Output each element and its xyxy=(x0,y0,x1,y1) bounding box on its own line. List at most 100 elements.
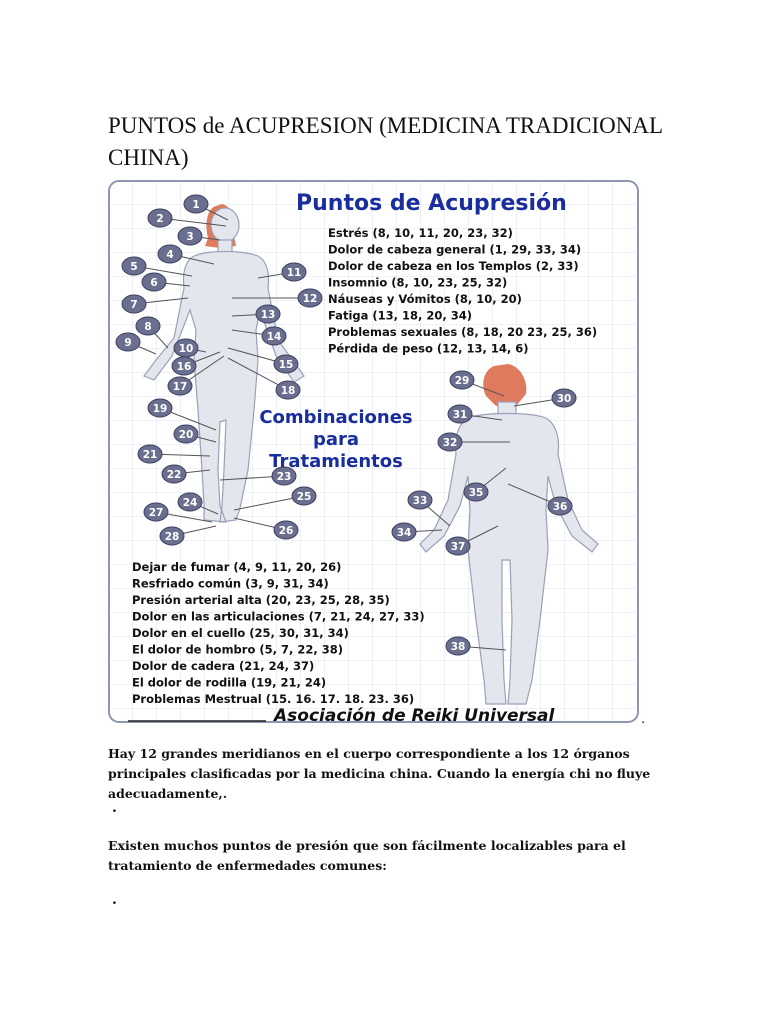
figure-title: Puntos de Acupresión xyxy=(296,191,567,216)
point-marker: 28 xyxy=(159,526,185,546)
paragraph-meridians: Hay 12 grandes meridianos en el cuerpo c… xyxy=(108,746,651,801)
figure-subtitle-line-2: para xyxy=(313,429,359,450)
point-marker: 18 xyxy=(275,380,301,400)
point-marker-circle xyxy=(551,388,577,408)
condition-item: Pérdida de peso (12, 13, 14, 6) xyxy=(328,342,529,356)
point-marker-circle xyxy=(275,380,301,400)
point-marker-label: 24 xyxy=(183,497,198,509)
condition-item: Dolor de cadera (21, 24, 37) xyxy=(132,659,314,673)
point-marker: 13 xyxy=(255,304,281,324)
point-marker-label: 30 xyxy=(557,393,572,405)
condition-item: El dolor de rodilla (19, 21, 24) xyxy=(132,676,326,690)
conditions-bottom-list: Dejar de fumar (4, 9, 11, 20, 26) Resfria… xyxy=(132,560,425,706)
point-marker: 10 xyxy=(173,338,199,358)
point-marker: 7 xyxy=(121,294,147,314)
conditions-top-list: Estrés (8, 10, 11, 20, 23, 32) Dolor de c… xyxy=(328,226,597,356)
point-marker-circle xyxy=(271,466,297,486)
point-marker-label: 7 xyxy=(130,299,137,311)
point-marker-circle xyxy=(449,370,475,390)
point-marker: 5 xyxy=(121,256,147,276)
point-marker-circle xyxy=(159,526,185,546)
separator-dot-2: . xyxy=(112,892,117,908)
point-marker-label: 26 xyxy=(279,525,294,537)
point-marker-label: 15 xyxy=(279,359,294,371)
condition-item: Problemas sexuales (8, 18, 20 23, 25, 36… xyxy=(328,325,597,339)
condition-item: Insomnio (8, 10, 23, 25, 32) xyxy=(328,276,507,290)
trailing-dot: . xyxy=(641,712,646,727)
point-marker-label: 10 xyxy=(179,343,194,355)
point-marker: 4 xyxy=(157,244,183,264)
point-marker-label: 11 xyxy=(287,267,302,279)
point-marker-label: 1 xyxy=(192,199,199,211)
condition-item: Dolor de cabeza en los Templos (2, 33) xyxy=(328,259,579,273)
condition-item: Resfriado común (3, 9, 31, 34) xyxy=(132,577,329,591)
point-marker: 3 xyxy=(177,226,203,246)
point-marker-label: 6 xyxy=(150,277,157,289)
point-marker: 17 xyxy=(167,376,193,396)
point-marker-label: 33 xyxy=(413,495,428,507)
point-marker: 26 xyxy=(273,520,299,540)
point-marker-label: 14 xyxy=(267,331,282,343)
point-marker-circle xyxy=(547,496,573,516)
condition-item: Náuseas y Vómitos (8, 10, 20) xyxy=(328,292,522,306)
point-marker: 1 xyxy=(183,194,209,214)
point-marker: 27 xyxy=(143,502,169,522)
point-marker-label: 18 xyxy=(281,385,296,397)
condition-item: Dejar de fumar (4, 9, 11, 20, 26) xyxy=(132,560,341,574)
point-marker: 25 xyxy=(291,486,317,506)
leader-lines xyxy=(127,203,565,651)
point-marker: 8 xyxy=(135,316,161,336)
point-marker: 29 xyxy=(449,370,475,390)
point-marker: 33 xyxy=(407,490,433,510)
point-marker-label: 31 xyxy=(453,409,468,421)
point-marker-circle xyxy=(143,502,169,522)
point-marker-circle xyxy=(281,262,307,282)
point-marker-label: 3 xyxy=(186,231,193,243)
figure-subtitle-line-1: Combinaciones xyxy=(259,407,412,428)
point-marker-circle xyxy=(445,636,471,656)
point-marker-label: 21 xyxy=(143,449,158,461)
condition-item: Problemas Mestrual (15. 16. 17. 18. 23. … xyxy=(132,692,414,706)
condition-item: Estrés (8, 10, 11, 20, 23, 32) xyxy=(328,226,513,240)
point-marker: 9 xyxy=(115,332,141,352)
point-marker: 22 xyxy=(161,464,187,484)
point-marker: 37 xyxy=(445,536,471,556)
point-marker-label: 38 xyxy=(451,641,466,653)
point-marker-label: 13 xyxy=(261,309,276,321)
point-marker-circle xyxy=(141,272,167,292)
back-body-figure xyxy=(419,364,599,705)
condition-item: El dolor de hombro (5, 7, 22, 38) xyxy=(132,643,343,657)
point-marker-circle xyxy=(463,482,489,502)
point-marker-circle xyxy=(297,288,323,308)
point-marker-label: 29 xyxy=(455,375,470,387)
point-marker-label: 28 xyxy=(165,531,180,543)
point-marker-circle xyxy=(273,520,299,540)
point-marker: 6 xyxy=(141,272,167,292)
separator-dot-1: . xyxy=(112,800,117,816)
point-marker: 19 xyxy=(147,398,173,418)
point-marker-circle xyxy=(273,354,299,374)
point-marker-circle xyxy=(437,432,463,452)
point-marker-label: 2 xyxy=(156,213,163,225)
point-marker-label: 5 xyxy=(130,261,137,273)
point-marker-circle xyxy=(171,356,197,376)
point-marker-label: 4 xyxy=(166,249,173,261)
point-marker-circle xyxy=(161,464,187,484)
point-marker-circle xyxy=(121,256,147,276)
point-marker-circle xyxy=(147,208,173,228)
point-marker-label: 32 xyxy=(443,437,458,449)
condition-item: Dolor de cabeza general (1, 29, 33, 34) xyxy=(328,243,581,257)
point-marker: 21 xyxy=(137,444,163,464)
point-marker-label: 37 xyxy=(451,541,466,553)
point-marker-label: 25 xyxy=(297,491,312,503)
point-marker-label: 27 xyxy=(149,507,164,519)
point-marker-label: 8 xyxy=(144,321,151,333)
point-marker: 20 xyxy=(173,424,199,444)
point-marker: 2 xyxy=(147,208,173,228)
point-marker: 35 xyxy=(463,482,489,502)
point-marker-label: 35 xyxy=(469,487,484,499)
point-marker: 36 xyxy=(547,496,573,516)
point-marker-circle xyxy=(291,486,317,506)
point-marker-circle xyxy=(407,490,433,510)
